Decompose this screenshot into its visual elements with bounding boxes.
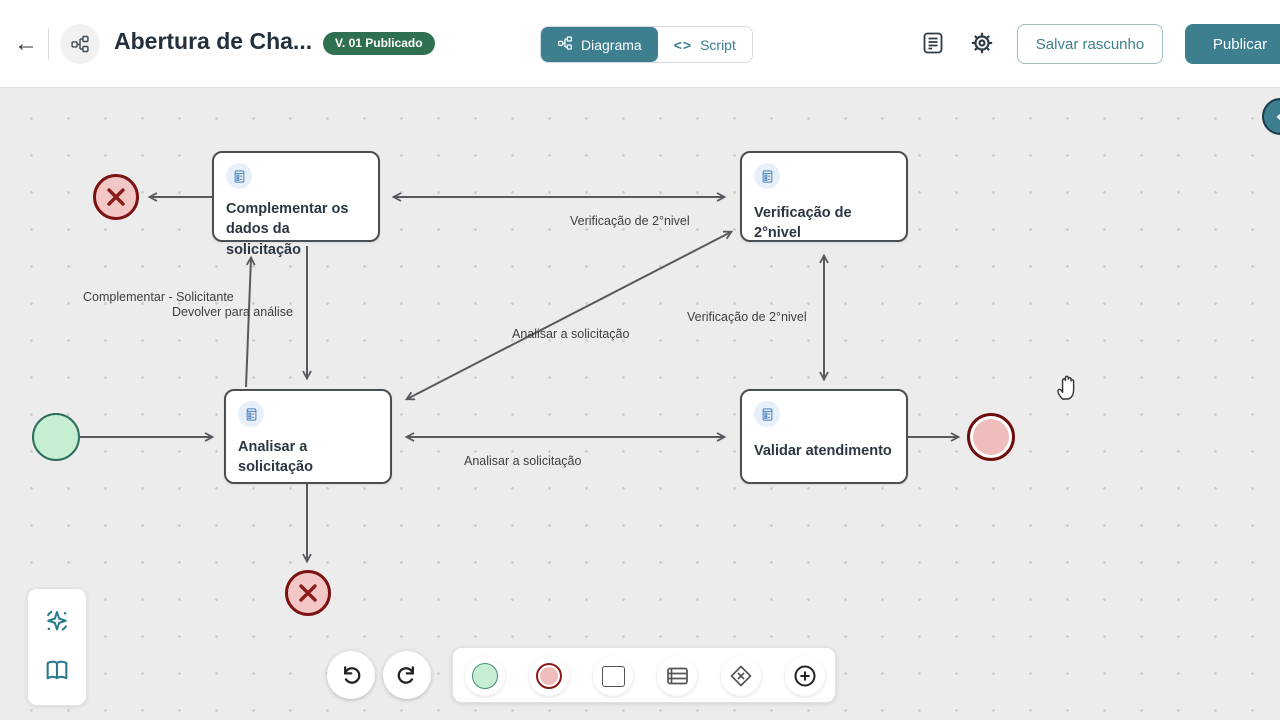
workflow-icon — [60, 24, 100, 64]
shape-palette — [452, 647, 836, 703]
start-event-shape — [472, 663, 498, 689]
header: ← Abertura de Cha... V. 01 Publicado Dia… — [0, 0, 1280, 88]
palette-end-event[interactable] — [529, 656, 569, 696]
publish-button[interactable]: Publicar — [1185, 24, 1280, 64]
code-icon: <> — [673, 36, 693, 53]
task-label: Verificação de 2°nivel — [754, 205, 852, 242]
form-task-icon — [754, 163, 780, 189]
header-divider — [48, 28, 49, 60]
palette-lanes[interactable] — [657, 656, 697, 696]
edge-label[interactable]: Devolver para análise — [172, 305, 293, 319]
documentation-button[interactable] — [40, 654, 74, 688]
lanes-icon — [667, 667, 688, 685]
end-event-shape — [536, 663, 562, 689]
end-event-fill — [973, 419, 1009, 455]
edge-label[interactable]: Analisar a solicitação — [464, 454, 582, 468]
edge-label[interactable]: Complementar - Solicitante — [83, 290, 234, 304]
save-draft-button[interactable]: Salvar rascunho — [1017, 24, 1163, 64]
edges-layer — [80, 192, 961, 564]
task-complementar-dados[interactable]: Complementar os dados da solicitação — [212, 151, 380, 258]
task-label: Complementar os dados da solicitação — [226, 201, 349, 258]
view-toggle: Diagrama <> Script — [540, 26, 753, 63]
tab-script-label: Script — [700, 36, 736, 53]
edge-label[interactable]: Verificação de 2°nivel — [570, 214, 690, 228]
tab-script[interactable]: <> Script — [657, 27, 752, 62]
tab-diagrama-label: Diagrama — [581, 36, 642, 53]
task-validar-atendimento[interactable]: Validar atendimento — [740, 389, 908, 484]
edge-analisar-complementar[interactable] — [245, 255, 256, 388]
error-end-event-bottom[interactable] — [285, 570, 331, 616]
end-event[interactable] — [967, 413, 1015, 461]
undo-button[interactable] — [327, 651, 375, 699]
undo-icon — [344, 666, 361, 684]
edge-label[interactable]: Verificação de 2°nivel — [687, 310, 807, 324]
x-icon — [299, 584, 317, 602]
error-end-event-top[interactable] — [93, 174, 139, 220]
ai-assistant-button[interactable] — [40, 606, 74, 640]
diagram-canvas[interactable]: Complementar os dados da solicitação Ver… — [0, 88, 1280, 720]
form-task-icon — [238, 401, 264, 427]
plus-circle-icon — [794, 665, 816, 687]
diagram-icon — [557, 35, 573, 54]
open-book-icon — [46, 660, 68, 679]
back-button[interactable]: ← — [10, 28, 42, 60]
redo-icon — [397, 666, 414, 684]
page-title: Abertura de Cha... — [114, 28, 313, 54]
edge-analisar-verificacao-diagonal[interactable] — [404, 230, 734, 401]
task-shape — [601, 665, 625, 687]
start-event[interactable] — [32, 413, 80, 461]
palette-add-element[interactable] — [785, 656, 825, 696]
task-label: Analisar a solicitação — [238, 439, 313, 476]
assistant-panel — [27, 588, 87, 706]
task-analisar-solicitacao[interactable]: Analisar a solicitação — [224, 389, 392, 484]
chevron-left-icon — [1276, 112, 1280, 121]
version-badge: V. 01 Publicado — [323, 32, 435, 55]
x-icon — [107, 188, 125, 206]
task-verificacao-2nivel[interactable]: Verificação de 2°nivel — [740, 151, 908, 242]
palette-gateway[interactable] — [721, 656, 761, 696]
notes-icon[interactable] — [920, 31, 946, 57]
gear-icon[interactable] — [968, 30, 996, 58]
task-label: Validar atendimento — [754, 443, 892, 459]
palette-start-event[interactable] — [465, 656, 505, 696]
tab-diagrama[interactable]: Diagrama — [541, 27, 658, 62]
form-task-icon — [754, 401, 780, 427]
edge-label[interactable]: Analisar a solicitação — [512, 327, 630, 341]
redo-button[interactable] — [383, 651, 431, 699]
gateway-icon — [730, 665, 752, 687]
form-task-icon — [226, 163, 252, 189]
sparkle-icon — [46, 610, 68, 631]
palette-task[interactable] — [593, 656, 633, 696]
